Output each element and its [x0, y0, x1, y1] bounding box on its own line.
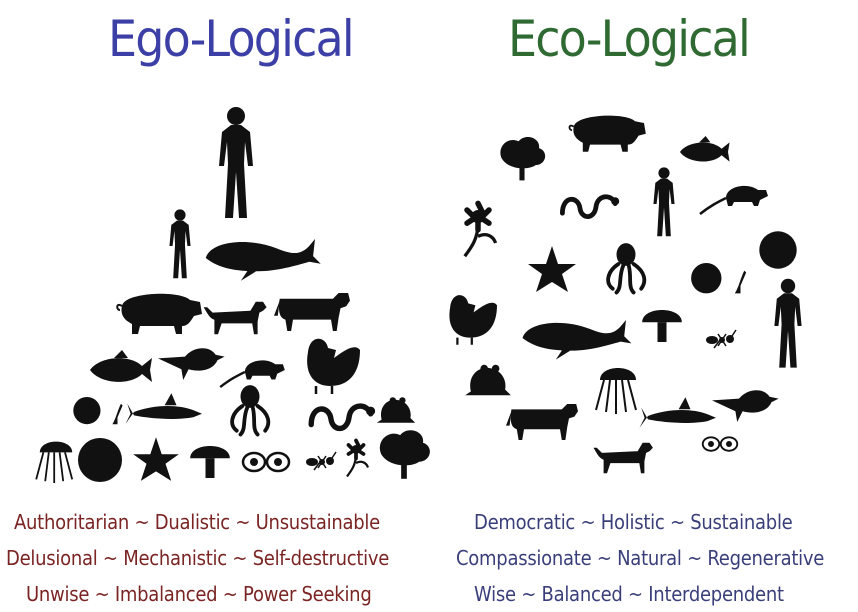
whale-icon [522, 320, 632, 360]
ego-pyramid [35, 107, 430, 484]
mushroom-icon [642, 310, 682, 342]
eco-circle [448, 114, 802, 474]
eco-trait-line-3: Wise ~ Balanced ~ Interdependent [474, 582, 784, 606]
bird-icon [712, 390, 779, 422]
human-icon [219, 107, 253, 218]
frog-icon [465, 364, 511, 396]
frog-icon [376, 397, 416, 423]
dog-icon [593, 442, 653, 474]
eco-trait-line-1: Democratic ~ Holistic ~ Sustainable [474, 510, 793, 534]
hen-icon [305, 337, 362, 396]
hen-icon [448, 293, 499, 346]
jellyfish-icon [595, 367, 637, 415]
sphere-icon [78, 438, 122, 482]
eggs-icon [241, 451, 291, 473]
flower-icon [465, 203, 496, 256]
tree-icon [500, 137, 546, 181]
human-icon [774, 278, 802, 368]
ant-icon [305, 451, 337, 471]
octopus-icon [230, 383, 271, 437]
eco-trait-line-2: Compassionate ~ Natural ~ Regenerative [456, 546, 825, 570]
snail-icon [69, 397, 123, 425]
whale-icon [205, 239, 321, 281]
cow-icon [506, 404, 578, 440]
rat-icon [219, 359, 286, 389]
ego-trait-line-2: Delusional ~ Mechanistic ~ Self-destruct… [6, 546, 390, 570]
tree-icon [379, 430, 430, 479]
woman-icon [653, 167, 675, 237]
ant-icon [705, 329, 737, 349]
rat-icon [698, 184, 770, 216]
ego-trait-line-1: Authoritarian ~ Dualistic ~ Unsustainabl… [14, 510, 380, 534]
shark-icon [639, 397, 716, 428]
snake-icon [562, 197, 619, 217]
mushroom-icon [190, 446, 230, 478]
shark-icon [125, 393, 202, 424]
bird-icon [158, 348, 225, 380]
snake-icon [311, 406, 375, 428]
starfish-icon [133, 437, 179, 481]
woman-icon [169, 209, 191, 279]
octopus-icon [606, 241, 647, 295]
pig-icon [568, 114, 647, 153]
fish-icon [680, 136, 730, 162]
dog-icon [203, 301, 267, 335]
eggs-icon [701, 436, 739, 452]
fish-icon [90, 350, 152, 382]
sphere-icon [759, 231, 797, 269]
pig-icon [116, 292, 203, 335]
starfish-icon [528, 246, 576, 292]
flower-icon [345, 438, 370, 479]
ego-logical-title: Ego-Logical [108, 10, 355, 68]
ego-trait-line-3: Unwise ~ Imbalanced ~ Power Seeking [26, 582, 372, 606]
snail-icon [687, 263, 747, 294]
cow-icon [274, 293, 350, 331]
eco-logical-title: Eco-Logical [508, 10, 751, 68]
jellyfish-icon [35, 440, 74, 484]
